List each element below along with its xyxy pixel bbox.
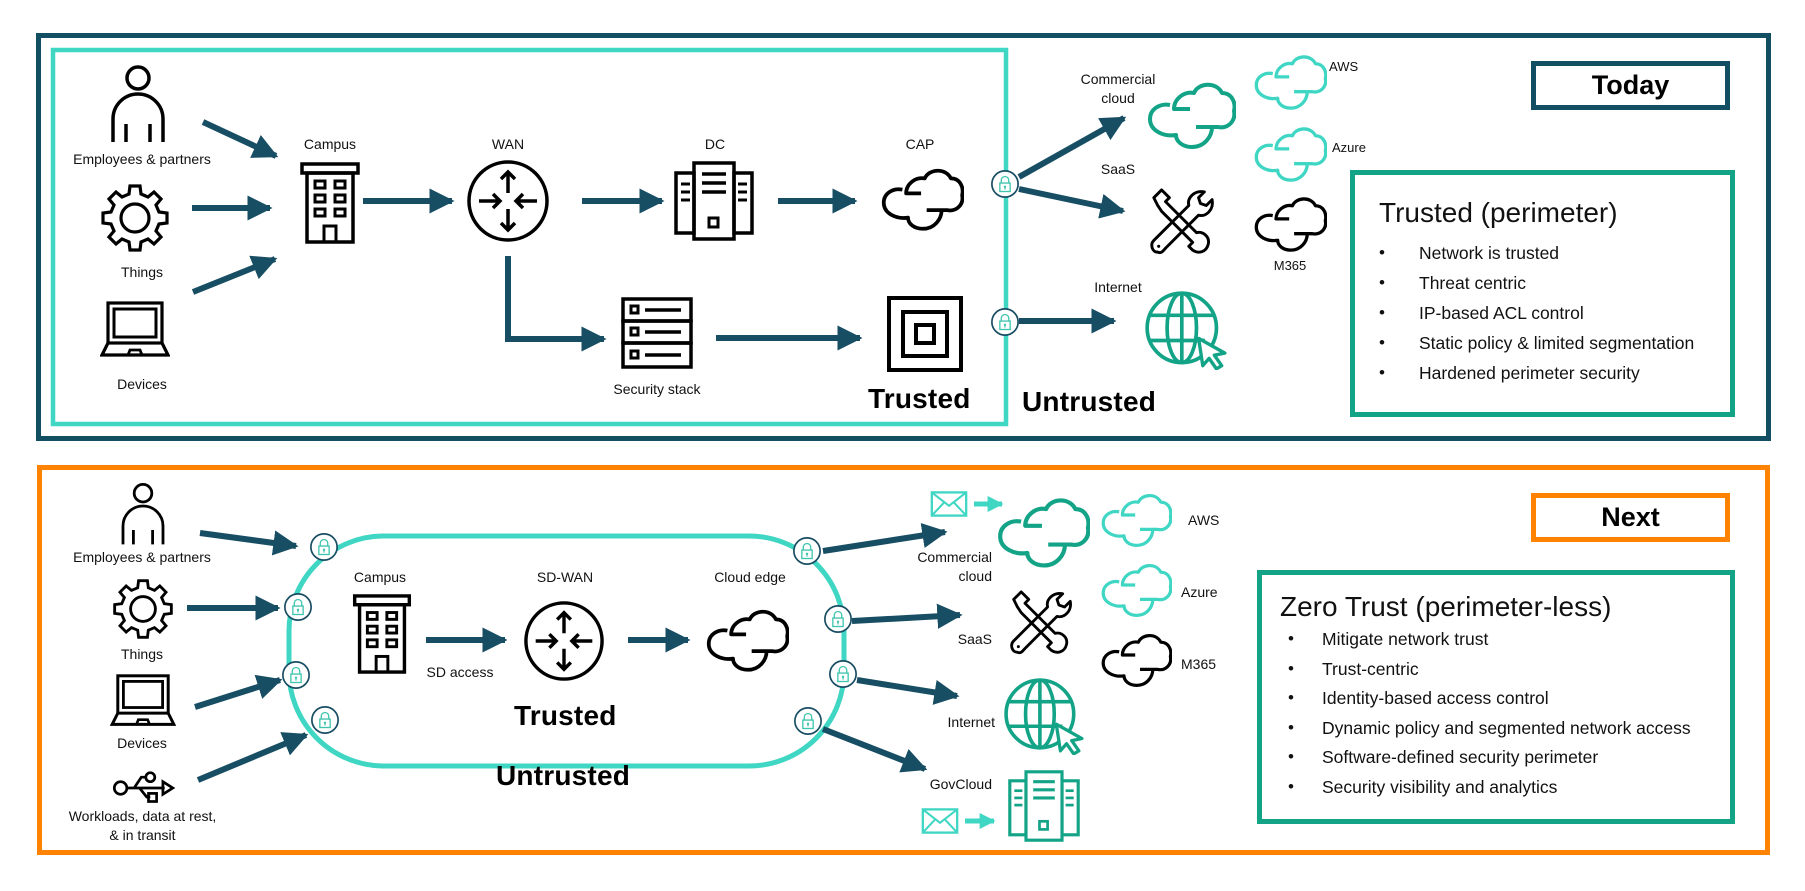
bullet-item: •Network is trusted xyxy=(1379,243,1560,263)
lock-icon xyxy=(793,537,821,565)
next-tag: Next xyxy=(1531,493,1730,542)
laptop-icon xyxy=(110,674,176,726)
campus-building-icon xyxy=(352,594,412,674)
arrow-devices-to-lock xyxy=(194,674,283,710)
person-icon xyxy=(121,482,165,546)
arrow-employees-to-lock xyxy=(199,530,299,556)
arrow-lock-to-internet xyxy=(856,677,960,705)
commercial-cloud-icon xyxy=(1000,500,1088,565)
node-label-dc: DC xyxy=(704,136,726,152)
lock-icon xyxy=(311,706,339,734)
node-label-cloud-edge: Cloud edge xyxy=(714,569,786,585)
cloud-label-aws: AWS xyxy=(1188,512,1220,528)
bullet-item: •Threat centric xyxy=(1379,273,1526,293)
node-label-wan: WAN xyxy=(491,136,525,152)
lock-icon xyxy=(829,660,857,688)
bullet-item: •Mitigate network trust xyxy=(1288,629,1489,649)
cloud-label-m365: M365 xyxy=(1181,656,1217,672)
bullet-item: •Identity-based access control xyxy=(1288,688,1549,708)
bullet-item: •IP-based ACL control xyxy=(1379,303,1584,323)
cloud-label-aws: AWS xyxy=(1329,59,1359,74)
source-label-workloads: Workloads, data at rest, & in transit xyxy=(68,808,217,843)
arrow-lock-to-govcloud xyxy=(821,726,928,773)
arrow-lock-to-commercial-cloud xyxy=(822,523,948,554)
bullet-item: •Software-defined security perimeter xyxy=(1288,747,1599,767)
govcloud-datacenter-icon xyxy=(1008,770,1080,842)
bullet-item: •Security visibility and analytics xyxy=(1288,776,1558,797)
dest-label-saas: SaaS xyxy=(1100,161,1136,177)
lock-icon xyxy=(282,661,310,689)
sd-trusted-pill-boundary xyxy=(286,533,847,769)
node-label-campus: Campus xyxy=(353,569,407,585)
source-label-things: Things xyxy=(120,646,164,662)
saas-tools-icon xyxy=(1010,590,1072,655)
arrow-lock-to-saas xyxy=(851,603,963,629)
next-frame xyxy=(37,465,1770,855)
today-frame xyxy=(36,33,1771,441)
dest-label-govcloud: GovCloud xyxy=(929,776,992,792)
zone-label-trusted: Trusted xyxy=(514,700,617,731)
dest-label-saas: SaaS xyxy=(957,631,992,647)
azure-cloud-icon xyxy=(1101,563,1172,618)
next-info-box: Zero Trust (perimeter-less) •Mitigate ne… xyxy=(1257,570,1735,824)
zone-label-untrusted: Untrusted xyxy=(1022,386,1157,417)
bullet-item: •Trust-centric xyxy=(1288,658,1419,679)
aws-cloud-icon xyxy=(1101,493,1172,548)
mail-icon xyxy=(930,491,968,517)
dest-label-commercial-cloud: Commercial cloud xyxy=(1080,71,1156,106)
source-label-things: Things xyxy=(120,264,164,280)
arrow-workloads-to-lock xyxy=(196,732,309,783)
arrow-wan-to-security-stack xyxy=(505,256,607,352)
bullet-item: •Hardened perimeter security xyxy=(1379,363,1640,383)
source-label-employees: Employees & partners xyxy=(73,151,211,167)
source-label-employees: Employees & partners xyxy=(73,549,211,565)
arrow-devices-to-campus xyxy=(191,255,278,295)
cloud-label-azure: Azure xyxy=(1181,584,1218,600)
dest-label-commercial-cloud: Commercial cloud xyxy=(917,549,992,584)
zone-label-untrusted: Untrusted xyxy=(496,760,631,791)
arrow-lock-to-commercial-cloud xyxy=(1017,115,1127,180)
bullet-item: •Dynamic policy and segmented network ac… xyxy=(1288,717,1691,738)
next-info-title: Zero Trust (perimeter-less) xyxy=(1280,591,1612,622)
arrow-employees-to-campus xyxy=(201,119,279,159)
next-info-bullets: •Mitigate network trust •Trust-centric •… xyxy=(1280,629,1730,806)
lock-icon xyxy=(284,593,312,621)
dest-label-internet: Internet xyxy=(1094,279,1142,295)
trusted-perimeter-boundary xyxy=(50,47,1009,427)
today-tag: Today xyxy=(1531,61,1730,110)
node-label-security-stack: Security stack xyxy=(613,381,701,397)
lock-icon xyxy=(794,707,822,735)
source-label-devices: Devices xyxy=(117,376,167,392)
usb-icon xyxy=(112,771,175,803)
zone-label-trusted: Trusted xyxy=(868,383,971,414)
cloud-label-m365: M365 xyxy=(1273,258,1307,273)
mail-icon xyxy=(921,808,959,834)
bullet-item: •Static policy & limited segmentation xyxy=(1379,333,1695,353)
m365-cloud-icon xyxy=(1101,633,1172,688)
today-info-title: Trusted (perimeter) xyxy=(1379,197,1618,228)
today-info-bullets: •Network is trusted •Threat centric •IP-… xyxy=(1379,243,1730,393)
node-label-sdwan: SD-WAN xyxy=(536,569,594,585)
node-label-sd-access: SD access xyxy=(426,664,494,680)
cloud-label-azure: Azure xyxy=(1332,140,1366,155)
lock-icon xyxy=(310,533,338,561)
cloud-edge-icon xyxy=(706,609,789,672)
internet-globe-icon xyxy=(1004,678,1084,755)
source-label-devices: Devices xyxy=(117,735,167,751)
gear-icon xyxy=(113,579,173,639)
today-info-box: Trusted (perimeter) •Network is trusted … xyxy=(1350,170,1735,417)
arrow-lock-to-saas xyxy=(1018,186,1126,219)
dest-label-internet: Internet xyxy=(947,714,995,730)
node-label-campus: Campus xyxy=(303,136,357,152)
node-label-cap: CAP xyxy=(905,136,935,152)
sdwan-router-icon xyxy=(524,601,604,681)
lock-icon xyxy=(824,605,852,633)
